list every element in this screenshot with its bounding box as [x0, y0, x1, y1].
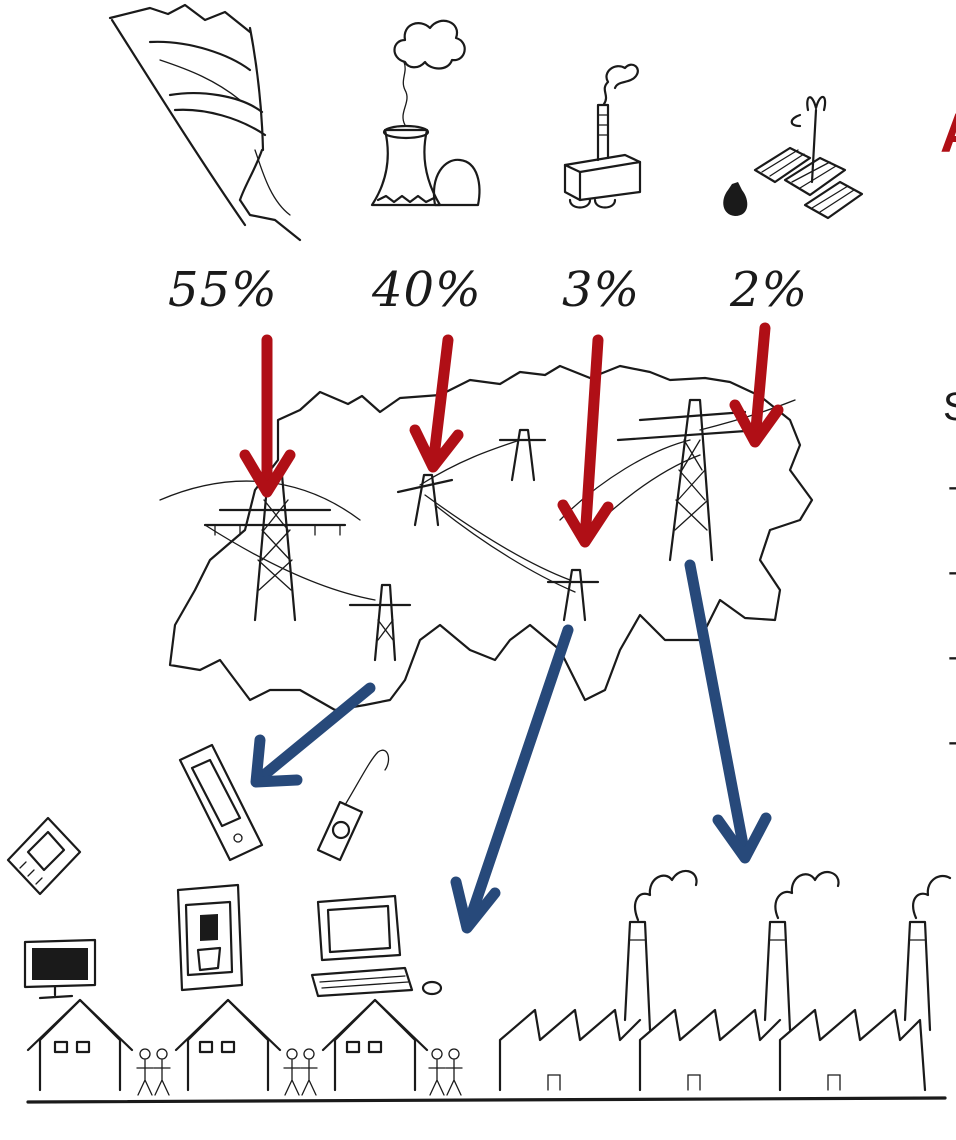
- coffee-machine-icon: [178, 885, 242, 990]
- monitor-icon: [25, 940, 95, 998]
- nuclear-supply-arrow: [415, 340, 458, 467]
- ground-line: [28, 1098, 945, 1102]
- nuclear-plant-icon: [372, 21, 479, 205]
- desktop-computer-icon: [312, 896, 441, 996]
- mobile-phone-icon: [8, 818, 80, 894]
- fossil-plant-icon: [565, 65, 640, 208]
- distribution-arrow-households: [456, 630, 568, 928]
- hydropower-supply-arrow: [245, 340, 290, 492]
- hydropower-dam-icon: [110, 5, 300, 240]
- renewables-supply-arrow: [735, 328, 778, 442]
- distribution-arrow-industry: [690, 565, 766, 858]
- households-row: [28, 1000, 462, 1095]
- industry-row: [500, 871, 950, 1090]
- distribution-arrow-devices: [256, 688, 370, 782]
- tablet-icon: [180, 745, 262, 860]
- renewables-icon: [723, 97, 862, 218]
- music-player-icon: [318, 750, 389, 860]
